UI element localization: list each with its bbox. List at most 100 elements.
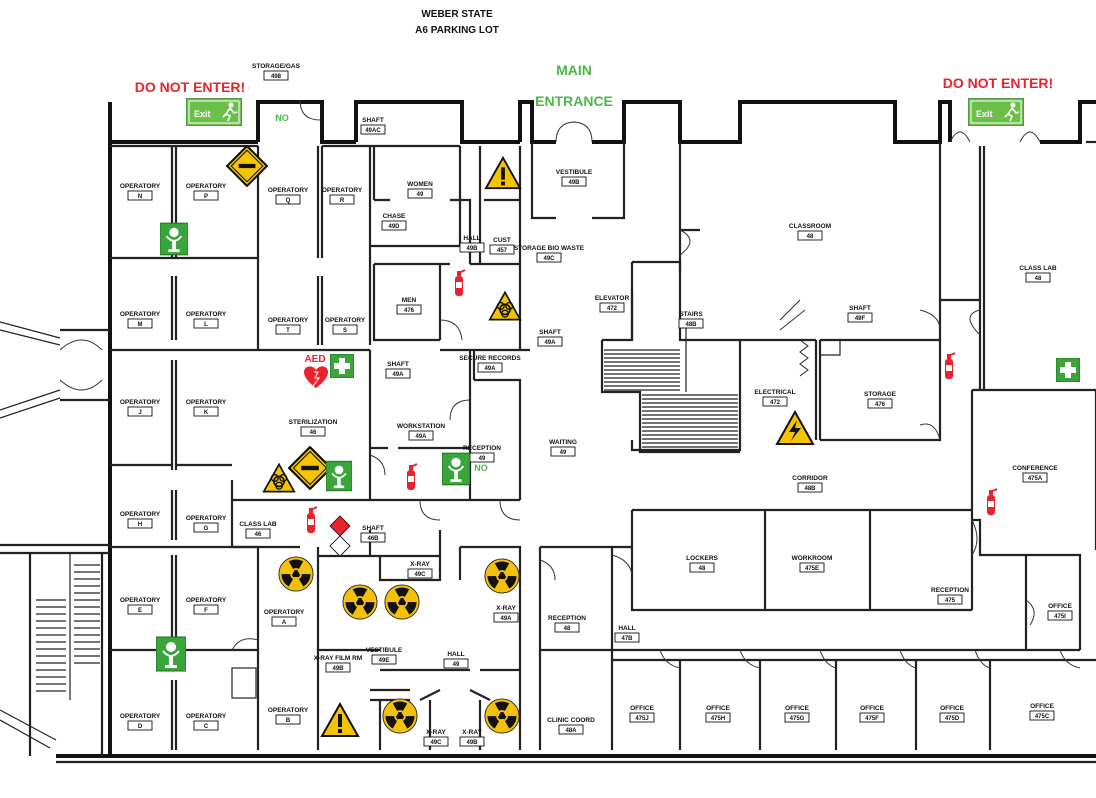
hazmat-diamond-icon <box>226 145 268 187</box>
room-number-box <box>797 482 823 493</box>
room-number: K <box>204 410 209 416</box>
room-number: 49A <box>392 372 404 378</box>
room-name: OPERATORY <box>186 597 227 604</box>
room-number: 49A <box>415 434 427 440</box>
room-number: 49 <box>417 192 424 198</box>
interior-walls <box>110 140 1096 750</box>
room-name: HALL <box>618 625 635 632</box>
room-number-box <box>1047 610 1073 621</box>
room-number-box <box>939 712 965 723</box>
room-name: SHAFT <box>387 361 409 368</box>
room-number: M <box>138 322 143 328</box>
radiation-icon-4 <box>484 558 520 594</box>
room-number: 472 <box>607 306 618 312</box>
room-number-box <box>127 406 153 417</box>
room-name: OPERATORY <box>186 183 227 190</box>
room-number: 48B <box>804 486 816 492</box>
room-number-box <box>493 612 519 623</box>
room-number: 476 <box>875 402 886 408</box>
radiation-icon-6 <box>484 698 520 734</box>
room-name: STORAGE <box>864 391 897 398</box>
room-number: 47B <box>621 636 633 642</box>
room-number-box <box>127 604 153 615</box>
room-operatory-k: OPERATORY K <box>186 399 227 417</box>
room-hall-2: HALL 47B <box>614 625 640 643</box>
room-number: J <box>138 410 141 416</box>
room-number-box <box>193 190 219 201</box>
room-name: OPERATORY <box>120 399 161 406</box>
room-number: 49B <box>466 740 478 746</box>
room-number-box <box>360 124 386 135</box>
exit-sign-left: Exit <box>186 98 242 126</box>
room-number-box <box>423 736 449 747</box>
room-number: 48A <box>565 728 577 734</box>
room-number: 48 <box>807 234 814 240</box>
room-name: OPERATORY <box>120 511 161 518</box>
room-number-box <box>799 562 825 573</box>
room-number-box <box>614 632 640 643</box>
room-name: SHAFT <box>539 329 561 336</box>
room-number: H <box>138 522 142 528</box>
room-name: HALL <box>447 651 464 658</box>
room-name: OPERATORY <box>268 187 309 194</box>
room-number: 475A <box>1028 476 1043 482</box>
building-walls <box>0 100 1096 764</box>
room-name: OPERATORY <box>120 183 161 190</box>
room-name: OPERATORY <box>264 609 305 616</box>
room-number-box <box>193 720 219 731</box>
room-name: OFFICE <box>940 705 964 712</box>
room-corridor: CORRIDOR 48B <box>792 475 828 493</box>
aed-label: AED <box>304 354 325 365</box>
room-name: OPERATORY <box>186 515 227 522</box>
room-number: 49F <box>855 316 866 322</box>
room-name: OFFICE <box>1048 603 1072 610</box>
room-number-box <box>325 662 351 673</box>
room-number-box <box>561 176 587 187</box>
stairs-center <box>604 320 738 448</box>
room-number-box <box>558 724 584 735</box>
room-number-box <box>127 518 153 529</box>
room-number-box <box>396 304 422 315</box>
no-label-2: NO <box>474 463 488 473</box>
radiation-icon-5 <box>382 698 418 734</box>
room-number-box <box>689 562 715 573</box>
room-number: 49A <box>484 366 496 372</box>
room-name: OPERATORY <box>186 399 227 406</box>
room-number-box <box>275 194 301 205</box>
room-name: VESTIBULE <box>556 169 593 176</box>
room-name: OPERATORY <box>322 187 363 194</box>
room-number: S <box>343 328 347 334</box>
room-name: CORRIDOR <box>792 475 828 482</box>
room-number-box <box>847 312 873 323</box>
room-number: L <box>204 322 208 328</box>
room-number-box <box>193 318 219 329</box>
room-number: C <box>204 724 209 730</box>
room-name: CLASSROOM <box>789 223 831 230</box>
room-number-box <box>678 318 704 329</box>
room-number-box <box>1022 472 1048 483</box>
room-number: 49E <box>379 658 390 664</box>
room-name: X-RAY FILM RM <box>314 655 362 662</box>
room-number: 49AC <box>365 128 381 134</box>
room-number-box <box>385 368 411 379</box>
room-number-box <box>193 604 219 615</box>
room-number: 49B <box>466 246 478 252</box>
room-name: WORKROOM <box>792 555 833 562</box>
do-not-enter-right: DO NOT ENTER! <box>943 75 1053 91</box>
exit-sign-left-label: Exit <box>194 109 211 119</box>
